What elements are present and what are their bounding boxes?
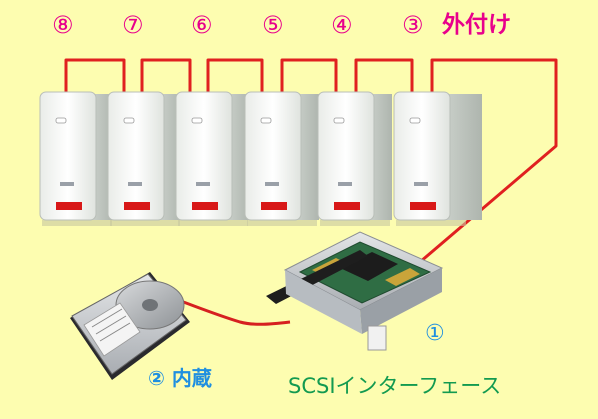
scsi-interface-card <box>266 231 444 351</box>
drive-3-enclosure <box>393 91 482 226</box>
drive-number-7: ⑦ <box>122 11 144 39</box>
drive-number-5: ⑤ <box>262 11 284 39</box>
drive-number-4: ④ <box>331 11 353 39</box>
cable-8-7 <box>64 58 126 96</box>
cable-4-3 <box>354 58 414 96</box>
cable-5-4 <box>280 58 338 96</box>
drive-4-enclosure <box>317 91 392 226</box>
interface-number: ① <box>425 321 445 346</box>
drive-7-enclosure <box>107 91 182 226</box>
cable-6-5 <box>206 58 264 96</box>
drive-number-6: ⑥ <box>191 11 213 39</box>
drive-number-8: ⑧ <box>52 11 74 39</box>
external-scsi-cables <box>64 58 558 264</box>
external-drives <box>39 91 482 226</box>
external-label: 外付け <box>442 12 511 38</box>
drive-8-enclosure <box>39 91 114 226</box>
internal-hard-disk <box>70 272 190 380</box>
internal-label: ② 内蔵 <box>148 366 212 390</box>
drive-5-enclosure <box>244 91 319 226</box>
cable-7-6 <box>140 58 192 96</box>
scsi-interface-label: SCSIインターフェース <box>288 374 502 398</box>
drive-6-enclosure <box>175 91 250 226</box>
internal-drive-cable <box>177 298 291 326</box>
drive-number-3: ③ <box>402 11 424 39</box>
cable-3-card <box>419 58 558 264</box>
